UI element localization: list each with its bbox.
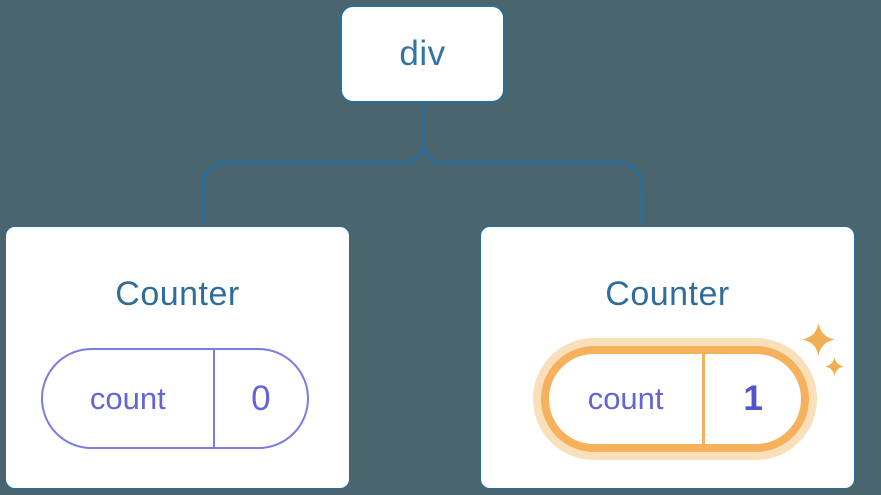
sparkle-icon — [825, 357, 844, 376]
card-title: Counter — [605, 275, 730, 313]
state-value: 1 — [743, 379, 763, 418]
state-key: count — [549, 354, 706, 444]
connector-branch-right — [421, 145, 644, 224]
sparkle-icon — [802, 323, 835, 356]
card-title: Counter — [115, 275, 240, 313]
root-node-div: div — [340, 5, 505, 103]
counter-card-right: Counter count 1 — [480, 226, 855, 489]
state-value: 0 — [251, 378, 271, 418]
state-pill-highlighted: count 1 — [541, 346, 809, 452]
counter-card-left: Counter count 0 — [5, 226, 350, 489]
state-key: count — [43, 350, 215, 447]
connector-branch-left — [201, 145, 425, 224]
root-node-label: div — [399, 34, 446, 73]
state-pill: count 0 — [41, 348, 309, 449]
